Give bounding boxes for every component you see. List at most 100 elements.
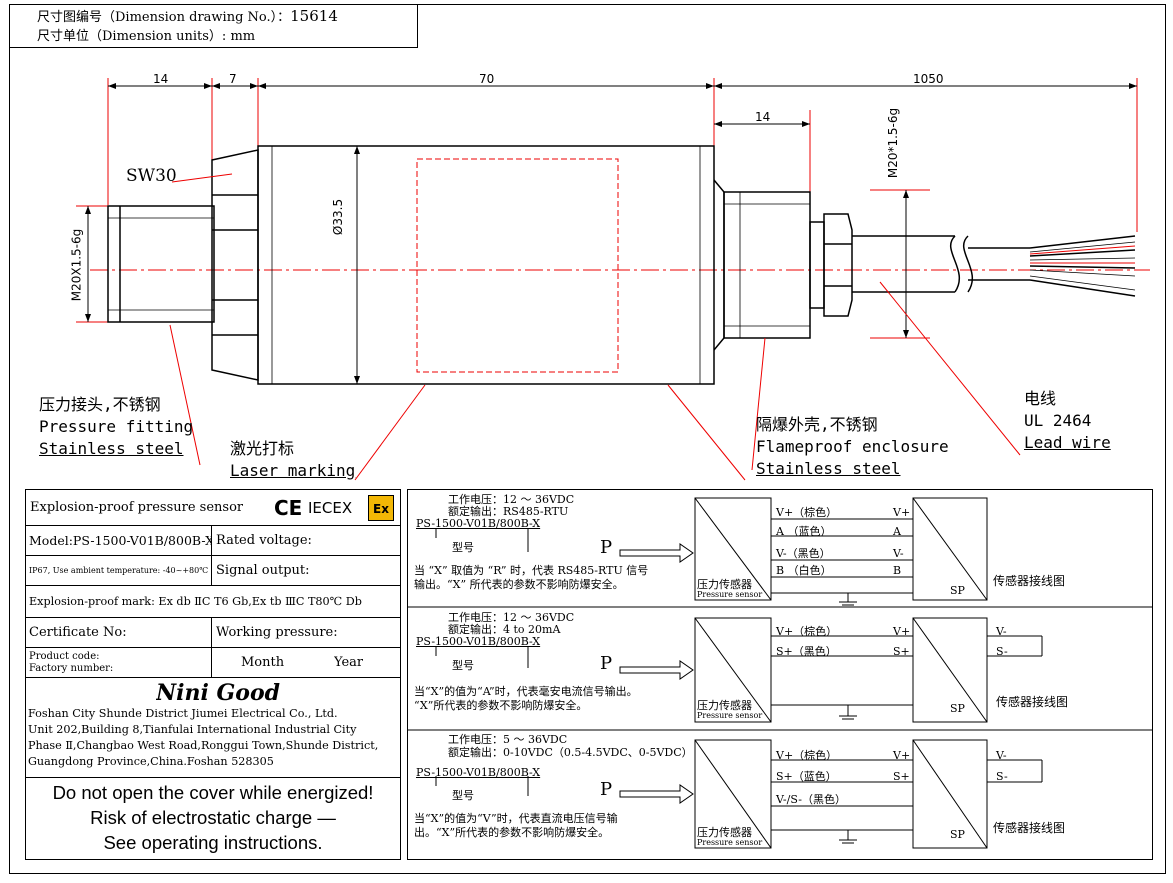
warning-block: Do not open the cover while energized! R… — [26, 780, 400, 855]
signal-output: Signal output: — [216, 563, 310, 578]
certificate-row: Certificate No: Working pressure: — [26, 618, 400, 648]
company-logo: Nini Good — [156, 680, 280, 706]
w3-wire-l-2: V-/S-（黑色） — [776, 793, 847, 806]
w2-wire-l-1: S+（黑色） — [776, 645, 837, 658]
certificate: Certificate No: — [29, 618, 212, 647]
w3-model-cn: 型号 — [452, 789, 474, 802]
w2-sp: SP — [950, 702, 965, 715]
w1-wire-r-1: A — [893, 525, 901, 538]
w3-sensor-cn: 压力传感器 — [697, 826, 752, 839]
w2-wire-r-1: S+ — [893, 645, 910, 658]
w1-wire-r-0: V+ — [893, 506, 911, 519]
w1-wire-l-3: B （白色） — [776, 564, 832, 577]
company-name: Foshan City Shunde District Jiumei Elect… — [28, 707, 338, 720]
w2-out-1: S- — [996, 645, 1008, 658]
thread-right: M20*1.5-6g — [886, 107, 901, 179]
nameplate-title: Explosion-proof pressure sensor — [30, 500, 244, 515]
product-code: Product code: — [29, 651, 100, 662]
dim-70: 70 — [479, 72, 495, 86]
w1-model: PS-1500-V01B/800B-X — [416, 517, 541, 530]
ex-mark-row: Explosion-proof mark: Ex db ⅡC T6 Gb,Ex … — [26, 586, 400, 618]
w1-wire-l-2: V-（黑色） — [776, 547, 831, 560]
w2-model-cn: 型号 — [452, 659, 474, 672]
nameplate-title-row: Explosion-proof pressure sensor CE IECEX… — [26, 490, 400, 526]
dim-14b: 14 — [755, 110, 771, 124]
ex-mark-icon: Ex — [368, 495, 394, 521]
w1-wire-r-3: B — [893, 564, 902, 577]
wiring-lines — [408, 497, 1152, 849]
w2-p: P — [600, 653, 613, 674]
w2-voltage: 工作电压：12 ～ 36VDC — [448, 611, 575, 624]
w1-note2: 输出。“X” 所代表的参数不影响防爆安全。 — [414, 578, 624, 591]
w1-diagram-cn: 传感器接线图 — [993, 574, 1066, 588]
dim-14: 14 — [153, 72, 169, 86]
nameplate: Explosion-proof pressure sensor CE IECEX… — [25, 489, 401, 860]
extension-lines — [76, 78, 1138, 385]
ex-mark-text: Explosion-proof mark: Ex db ⅡC T6 Gb,Ex … — [29, 595, 362, 608]
w1-wire-l-0: V+（棕色） — [776, 506, 838, 519]
cable-gland — [713, 179, 853, 351]
w3-note1: 当“X”的值为“V”时，代表直流电压信号输 — [414, 812, 618, 825]
w3-sp: SP — [950, 828, 965, 841]
w1-sp: SP — [950, 584, 965, 597]
w2-out-0: V- — [996, 625, 1007, 638]
warning-line-1: Do not open the cover while energized! — [52, 782, 374, 803]
drawing-no-label: 尺寸图编号（Dimension drawing No.）： — [37, 10, 291, 25]
w3-model: PS-1500-V01B/800B-X — [416, 766, 541, 779]
w3-output: 额定输出：0-10VDC（0.5-4.5VDC、0-5VDC） — [448, 746, 693, 759]
sw30-label: SW30 — [126, 166, 177, 186]
ip-row: IP67, Use ambient temperature: -40~+80℃ … — [26, 556, 400, 586]
ce-mark: CE — [274, 496, 303, 520]
w1-model-cn: 型号 — [452, 541, 474, 554]
sensor-body — [257, 145, 715, 385]
product-code-row: Product code: Factory number: Month Year — [26, 648, 400, 678]
model-row: Model:PS-1500-V01B/800B-X Rated voltage: — [26, 526, 400, 556]
rated-voltage: Rated voltage: — [216, 533, 312, 548]
w1-note1: 当 “X” 取值为 “R” 时，代表 RS485-RTU 信号 — [414, 564, 649, 577]
model: Model:PS-1500-V01B/800B-X — [29, 526, 212, 555]
iecex-mark: IECEX — [308, 499, 353, 517]
w3-wire-l-0: V+（棕色） — [776, 749, 838, 762]
w2-sensor-en: Pressure sensor — [697, 711, 763, 720]
w1-sensor-cn: 压力传感器 — [697, 578, 752, 591]
w2-diagram-cn: 传感器接线图 — [996, 695, 1069, 709]
w1-voltage: 工作电压：12 ～ 36VDC — [448, 493, 575, 506]
w2-wire-l-0: V+（棕色） — [776, 625, 838, 638]
w1-wire-l-1: A （蓝色） — [776, 525, 832, 538]
w3-note2: 出。“X”所代表的参数不影响防爆安全。 — [414, 826, 610, 839]
ip-rating: IP67, Use ambient temperature: -40~+80℃ — [29, 556, 212, 585]
w3-sensor-en: Pressure sensor — [697, 838, 763, 847]
w3-out-1: S- — [996, 770, 1008, 783]
w2-model: PS-1500-V01B/800B-X — [416, 635, 541, 648]
pressure-fitting — [107, 205, 215, 323]
w3-out-0: V- — [996, 749, 1007, 762]
dimension-lines — [85, 83, 1137, 384]
drawing-frame — [9, 4, 1166, 874]
month-label: Month — [241, 655, 285, 670]
w2-sensor-cn: 压力传感器 — [697, 699, 752, 712]
laser-marking-label: 激光打标 Laser marking — [230, 439, 356, 480]
company-address-2: Phase Ⅱ,Changbao West Road,Ronggui Town,… — [28, 739, 379, 752]
company-row: Nini Good Foshan City Shunde District Ji… — [26, 678, 400, 778]
dim-1050: 1050 — [913, 72, 944, 86]
w2-output: 额定输出：4 to 20mA — [448, 623, 561, 636]
enclosure-label: 隔爆外壳,不锈钢 Flameproof enclosure Stainless … — [756, 415, 949, 478]
warning-line-2: Risk of electrostatic charge — — [90, 807, 336, 828]
w2-wire-r-0: V+ — [893, 625, 911, 638]
working-pressure: Working pressure: — [216, 625, 338, 640]
dim-7: 7 — [229, 72, 237, 86]
w1-wire-r-2: V- — [893, 547, 904, 560]
w1-sensor-en: Pressure sensor — [697, 590, 763, 599]
laser-marking-area — [416, 158, 619, 373]
w1-p: P — [600, 537, 613, 558]
w3-p: P — [600, 779, 613, 800]
year-label: Year — [334, 655, 364, 670]
lead-wire-cable — [852, 235, 1136, 297]
w3-wire-r-0: V+ — [893, 749, 911, 762]
units-label: 尺寸单位（Dimension units）: mm — [37, 29, 256, 44]
company-address-3: Guangdong Province,China.Foshan 528305 — [28, 755, 274, 768]
wiring-diagrams: 工作电压：12 ～ 36VDC 额定输出：RS485-RTU PS-1500-V… — [407, 489, 1153, 860]
thread-left: M20X1.5-6g — [69, 228, 84, 302]
pressure-fitting-label: 压力接头,不锈钢 Pressure fitting Stainless stee… — [39, 395, 194, 458]
wire-cores — [1029, 245, 1136, 264]
